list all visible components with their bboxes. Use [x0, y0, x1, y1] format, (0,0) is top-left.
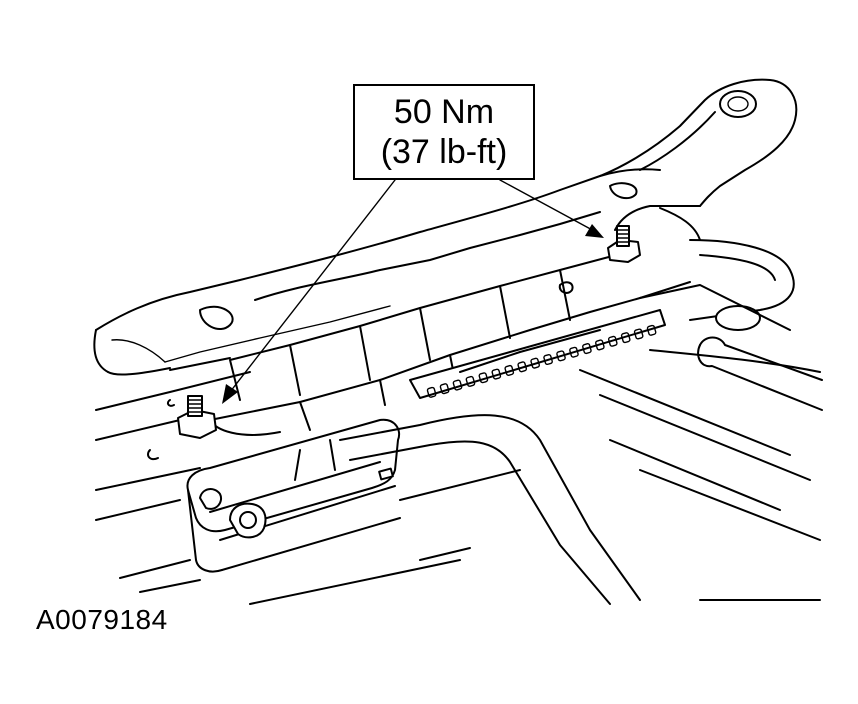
torque-callout-box: 50 Nm (37 lb-ft) — [353, 84, 535, 180]
adjuster-slot — [465, 375, 476, 387]
adjuster-slot — [491, 368, 502, 380]
adjuster-slot — [517, 361, 528, 373]
adjuster-slot — [633, 328, 644, 340]
adjuster-slot — [595, 339, 605, 351]
cross-tube — [249, 414, 641, 605]
torque-imperial-label: (37 lb-ft) — [380, 133, 508, 171]
adjuster-slot — [426, 386, 437, 398]
seat-track-rail — [169, 253, 691, 436]
figure-id-label: A0079184 — [36, 604, 168, 635]
link-bolt — [199, 488, 267, 539]
adjuster-slot — [452, 379, 463, 391]
front-bolt — [177, 395, 217, 439]
adjuster-bar — [409, 309, 666, 399]
adjuster-slot — [646, 324, 657, 336]
adjuster-slot — [543, 354, 553, 366]
adjuster-slot — [582, 343, 592, 355]
upper-bracket — [599, 78, 798, 241]
adjuster-slot — [530, 357, 540, 369]
torque-metric-label: 50 Nm — [393, 93, 495, 131]
adjuster-slot — [478, 372, 489, 384]
right-rail — [579, 239, 823, 601]
adjuster-slot — [569, 346, 579, 358]
rear-bolt — [607, 225, 641, 263]
front-link-bracket — [186, 418, 401, 573]
adjuster-slot — [607, 335, 618, 347]
adjuster-slot — [556, 350, 566, 362]
callout-leaders — [222, 179, 604, 404]
adjuster-slot — [504, 364, 515, 376]
adjuster-slot — [439, 383, 450, 395]
adjuster-slot — [620, 332, 631, 344]
